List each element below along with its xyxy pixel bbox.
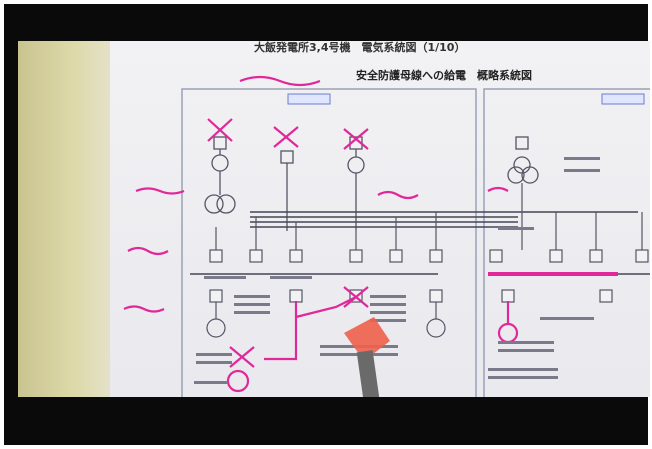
single-line-diagram — [123, 75, 650, 397]
video-still: 大飯発電所3,4号機 電気系統図（1/10） 安全防護母線への給電 概略系統図 — [18, 41, 650, 397]
background-wall — [18, 41, 110, 397]
diagram-title: 安全防護母線への給電 概略系統図 — [356, 69, 532, 82]
video-frame: 大飯発電所3,4号機 電気系統図（1/10） 安全防護母線への給電 概略系統図 — [4, 4, 650, 445]
document-header: 大飯発電所3,4号機 電気系統図（1/10） — [254, 41, 466, 54]
